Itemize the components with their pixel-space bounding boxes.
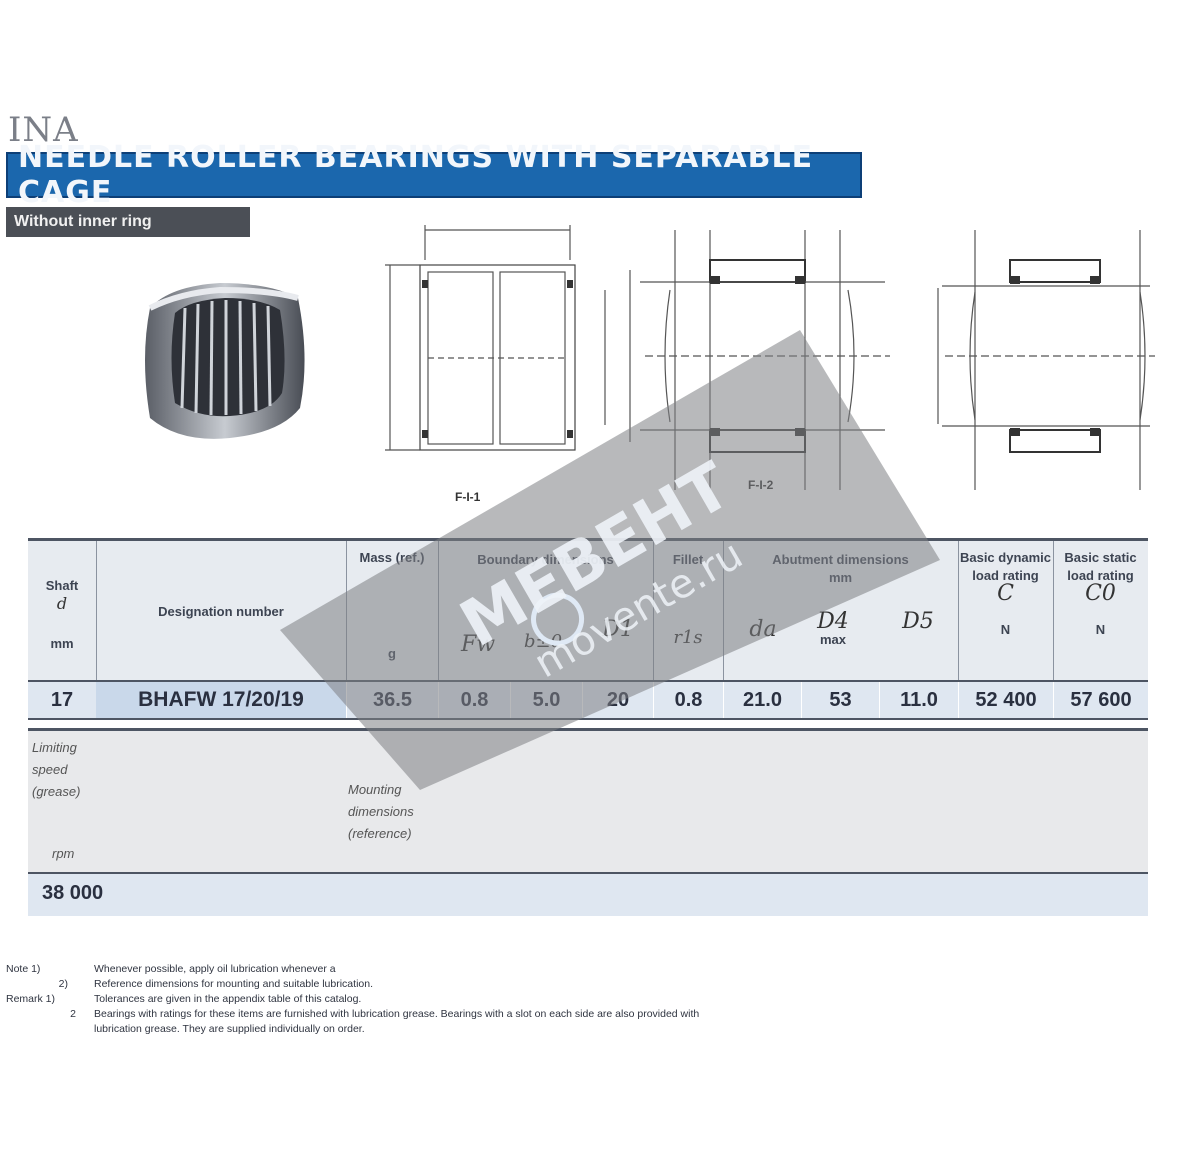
lower-section: Limiting speed (grease) rpm Mounting dim…	[28, 728, 1148, 872]
cell-da: 21.0	[723, 682, 801, 718]
cell-fw: 0.8	[438, 682, 510, 718]
b-symbol: b±0	[523, 631, 563, 652]
figure-label-1: F-I-1	[455, 490, 481, 504]
col-boundary-header: Boundary dimensions	[477, 552, 614, 567]
speed-row: 38 000	[28, 872, 1148, 916]
d4-column: D4 max	[817, 609, 849, 648]
cell-d4: 53	[801, 682, 879, 718]
mount-label: Mounting dimensions (reference)	[348, 782, 414, 841]
da-symbol: da	[749, 617, 777, 642]
table-header: Shaft d mm Designation number Mass (ref.…	[28, 538, 1148, 680]
col-designation-header: Designation number	[158, 604, 284, 619]
cell-d1: 20	[582, 682, 653, 718]
cell-b: 5.0	[510, 682, 582, 718]
bearing-photo	[145, 283, 305, 439]
cell-weight: 36.5	[346, 682, 438, 718]
technical-drawings	[385, 225, 1155, 490]
col-shaft-header: Shaft d mm	[45, 578, 79, 651]
cell-designation: BHAFW 17/20/19	[96, 682, 346, 718]
col-dynamic-header: Basic dynamic load rating C N	[959, 550, 1052, 637]
table-row: 17 BHAFW 17/20/19 36.5 0.8 5.0 20 0.8 21…	[28, 680, 1148, 720]
col-static-header: Basic static load rating C0 N	[1064, 550, 1137, 637]
d1-symbol: D1	[602, 617, 634, 642]
col-weight-header: Mass (ref.) g	[359, 550, 425, 661]
subtitle-bar: Without inner ring	[6, 207, 250, 237]
col-fillet-header: Fillet r1s	[672, 552, 704, 648]
cell-fillet: 0.8	[653, 682, 723, 718]
footnote: lubrication grease. They are supplied in…	[94, 1023, 365, 1035]
page-title: NEEDLE ROLLER BEARINGS WITH SEPARABLE CA…	[18, 140, 814, 210]
speed-label: Limiting speed (grease)	[32, 740, 81, 799]
spec-table: Shaft d mm Designation number Mass (ref.…	[28, 538, 1148, 916]
footnotes: Note 1)Whenever possible, apply oil lubr…	[6, 962, 986, 1037]
page-title-bar: NEEDLE ROLLER BEARINGS WITH SEPARABLE CA…	[6, 140, 862, 210]
cell-d5: 11.0	[879, 682, 958, 718]
d5-symbol: D5	[902, 609, 934, 634]
footnote: 2)Reference dimensions for mounting and …	[58, 978, 373, 990]
footnote: Note 1)Whenever possible, apply oil lubr…	[6, 963, 336, 975]
cell-dynamic: 52 400	[958, 682, 1053, 718]
speed-value: 38 000	[42, 882, 104, 904]
figure-label-2: F-I-2	[748, 478, 774, 492]
cell-static: 57 600	[1053, 682, 1148, 718]
footnote: Remark 1)Tolerances are given in the app…	[6, 993, 362, 1005]
page-subtitle: Without inner ring	[14, 213, 152, 230]
speed-unit: rpm	[52, 846, 75, 861]
col-abutment-header: Abutment dimensions mm	[772, 552, 909, 585]
brand-logo: INA	[8, 110, 79, 150]
cell-shaft: 17	[50, 688, 74, 711]
fw-symbol: Fw	[460, 632, 496, 657]
